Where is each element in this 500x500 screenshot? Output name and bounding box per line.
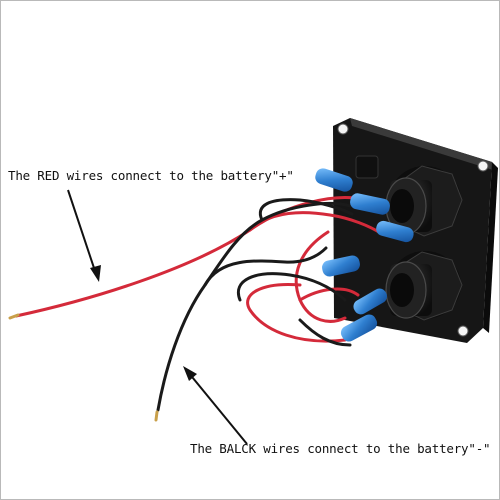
mounting-hole-icon: [337, 123, 349, 135]
crimp-terminal-icon: [322, 255, 360, 277]
red-callout-arrow: [67, 189, 101, 282]
black-wire-bundle: [156, 198, 354, 412]
mounting-hole-icon: [457, 325, 469, 337]
power-socket-icon: [385, 251, 463, 321]
crimp-terminal-icon: [340, 314, 378, 342]
crimp-terminal-icon: [315, 168, 353, 192]
mounting-hole-icon: [477, 160, 489, 172]
switch-stem: [355, 155, 379, 179]
red-wire-tip: [8, 313, 20, 320]
crimp-terminal-icon: [376, 220, 414, 243]
black-wire-callout: The BALCK wires connect to the battery"-…: [190, 441, 491, 456]
panel-side: [483, 162, 498, 333]
red-wire-callout: The RED wires connect to the battery"+": [8, 168, 294, 183]
black-callout-arrow: [183, 366, 248, 445]
black-wire-tip: [154, 410, 159, 422]
panel-edge: [350, 118, 493, 170]
crimp-terminal-icon: [353, 288, 388, 315]
crimp-terminal-icon: [350, 193, 390, 215]
